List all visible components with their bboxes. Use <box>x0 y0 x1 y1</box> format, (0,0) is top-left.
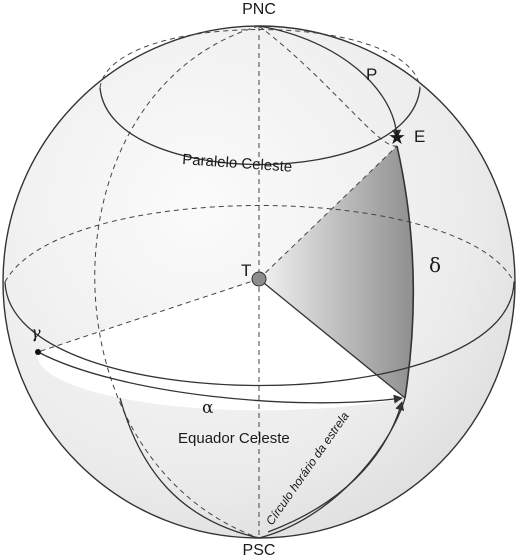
vernal-point-dot <box>35 349 41 355</box>
south-pole-label: PSC <box>243 542 276 557</box>
vernal-point-label: γ <box>31 323 41 342</box>
equator-back <box>4 205 515 283</box>
front-meridian-lower <box>119 397 260 539</box>
center-label: T <box>241 261 251 280</box>
equatorial-sector <box>37 279 405 411</box>
radius-to-gamma <box>37 278 260 353</box>
parallel-back <box>99 29 421 89</box>
parallel-front <box>99 87 421 166</box>
star-label: E <box>414 127 425 146</box>
north-pole-label: PNC <box>242 1 276 18</box>
right-ascension-arc <box>37 351 403 404</box>
hidden-lines <box>4 25 515 539</box>
meridian-right <box>258 25 398 147</box>
hour-circle-arrow <box>267 401 405 533</box>
right-ascension-label: α <box>202 398 214 418</box>
radius-to-star <box>258 145 398 280</box>
radius-to-equator-foot <box>258 278 406 399</box>
equator-front <box>4 281 515 387</box>
declination-wedge <box>259 146 414 398</box>
declination-label: δ <box>429 253 441 277</box>
visible-lines <box>4 25 515 539</box>
earth-center-dot <box>251 271 267 287</box>
star-icon: ★ <box>388 127 406 149</box>
meridian-left <box>94 25 260 539</box>
celestial-equator-label: Equador Celeste <box>178 430 290 447</box>
polar-distance-label: P <box>366 65 377 84</box>
polar-distance-arc <box>258 25 402 139</box>
declination-arc <box>396 145 415 399</box>
